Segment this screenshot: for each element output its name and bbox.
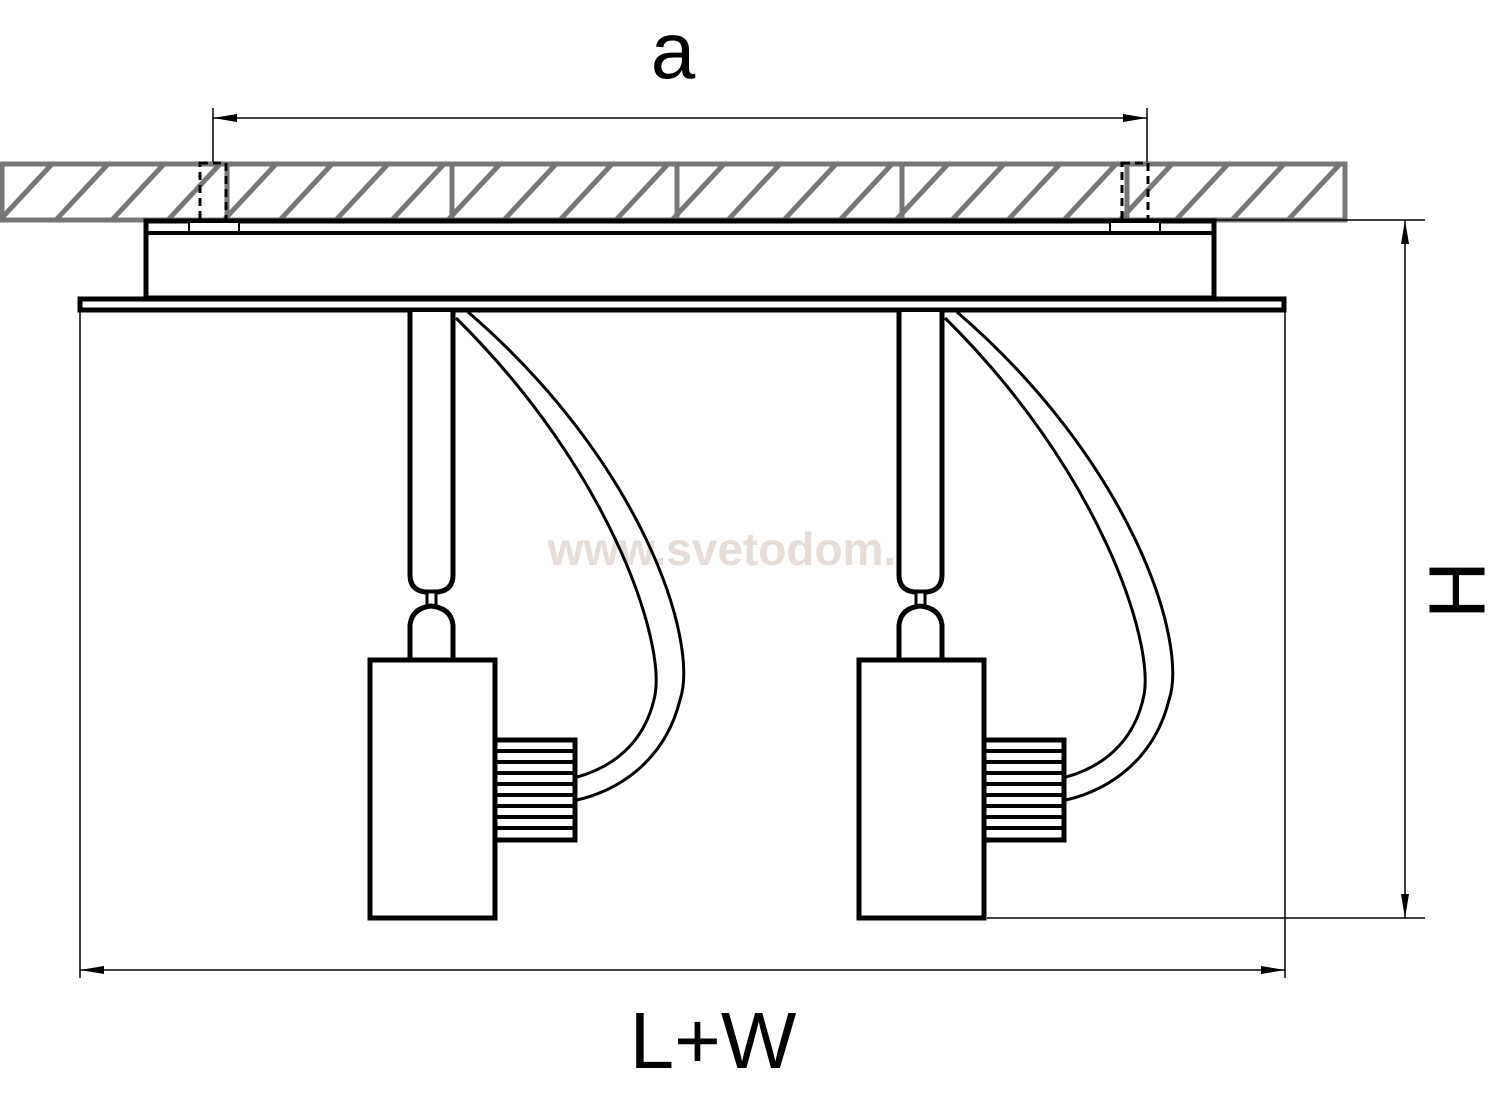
dimension-height <box>987 219 1425 919</box>
watermark: www.svetodom.ru <box>547 523 942 575</box>
spotlight-2 <box>859 312 1173 918</box>
hatch-line <box>1342 215 1345 218</box>
hatch-line <box>390 164 446 218</box>
dimension-a-label: a <box>651 6 696 95</box>
hatch-line <box>166 164 222 218</box>
hatch-line <box>1062 164 1118 218</box>
hatch-line <box>726 164 782 218</box>
dimension-length <box>79 312 1286 978</box>
hatch-line <box>558 164 614 218</box>
spotlight-1 <box>370 312 684 918</box>
hatch-line <box>1006 164 1062 218</box>
hatch-line <box>278 164 334 218</box>
hatch-line <box>222 164 278 218</box>
hatch-line <box>54 164 110 218</box>
ceiling-section <box>0 161 1452 223</box>
hatch-line <box>502 164 558 218</box>
hatch-line <box>1174 164 1230 218</box>
hatch-line <box>670 164 726 218</box>
hatch-line <box>334 164 390 218</box>
hatch-line <box>1400 164 1452 220</box>
dimension-height-label: H <box>1413 561 1500 619</box>
hatch-line <box>446 164 502 218</box>
hatch-line <box>838 164 894 218</box>
base-plate <box>77 296 1287 313</box>
hatch-line <box>1286 164 1342 218</box>
hatch-line <box>614 164 670 218</box>
hatch-line <box>1230 164 1286 218</box>
hatch-line <box>2 164 54 218</box>
hatch-line <box>894 164 950 218</box>
dimension-a <box>212 108 1148 162</box>
hatch-line <box>110 164 166 218</box>
dimension-length-label: L+W <box>630 996 797 1085</box>
mounting-plate <box>143 218 1217 301</box>
hatch-line <box>950 164 1006 218</box>
hatch-line <box>782 164 838 218</box>
